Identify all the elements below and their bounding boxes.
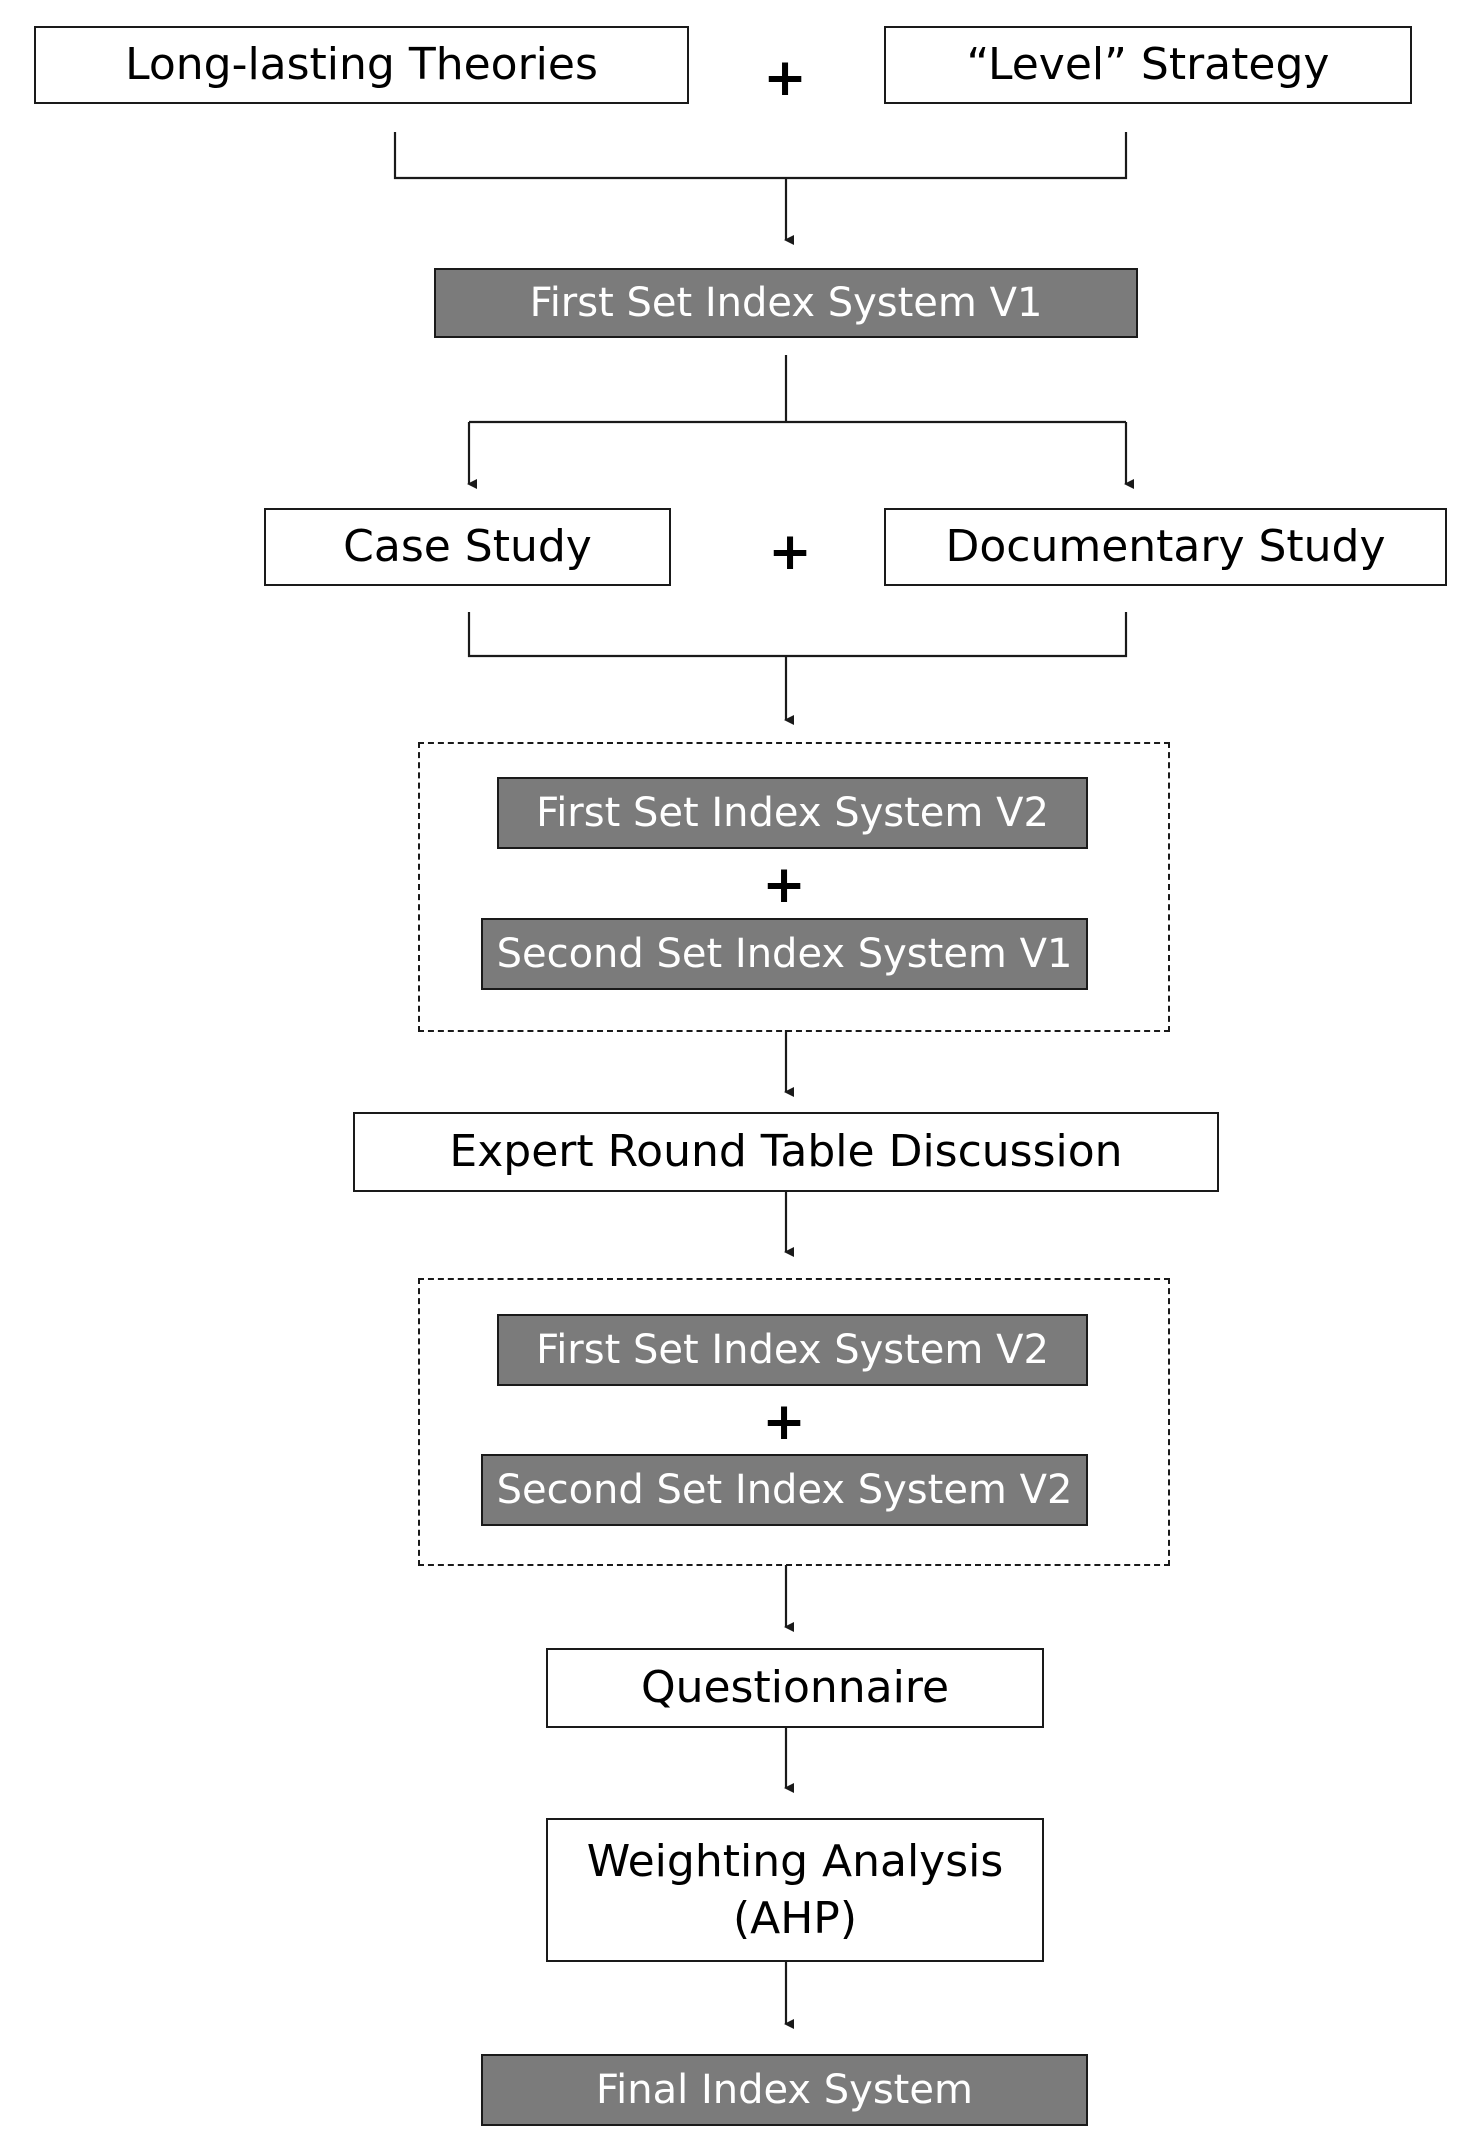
node-group2-first-set-index-system-v2: First Set Index System V2: [497, 1314, 1088, 1386]
node-expert-round-table-discussion-label: Expert Round Table Discussion: [449, 1126, 1123, 1178]
plus-sign-group-2: +: [762, 1392, 806, 1452]
node-documentary-study-label: Documentary Study: [945, 521, 1386, 573]
node-questionnaire-label: Questionnaire: [640, 1662, 950, 1714]
node-group1-second-set-index-system-v1: Second Set Index System V1: [481, 918, 1088, 990]
dashed-group-1: [418, 742, 1170, 1032]
node-long-lasting-theories: Long-lasting Theories: [34, 26, 689, 104]
node-group2-second-set-index-system-v2: Second Set Index System V2: [481, 1454, 1088, 1526]
node-group1-second-set-index-system-v1-label: Second Set Index System V1: [496, 931, 1073, 977]
plus-sign-group-1: +: [762, 855, 806, 915]
bracket-top-merge: [393, 132, 1128, 180]
node-questionnaire: Questionnaire: [546, 1648, 1044, 1728]
node-level-strategy-label: “Level” Strategy: [966, 39, 1330, 91]
node-group1-first-set-index-system-v2-label: First Set Index System V2: [536, 790, 1049, 836]
node-expert-round-table-discussion: Expert Round Table Discussion: [353, 1112, 1219, 1192]
node-case-study-label: Case Study: [343, 521, 592, 573]
node-weighting-analysis: Weighting Analysis (AHP): [546, 1818, 1044, 1962]
node-weighting-analysis-label: Weighting Analysis (AHP): [586, 1835, 1004, 1944]
node-final-index-system-label: Final Index System: [596, 2067, 973, 2113]
node-level-strategy: “Level” Strategy: [884, 26, 1412, 104]
node-case-study: Case Study: [264, 508, 671, 586]
dashed-group-2: [418, 1278, 1170, 1566]
node-long-lasting-theories-label: Long-lasting Theories: [125, 39, 598, 91]
node-first-set-index-system-v1-label: First Set Index System V1: [529, 280, 1043, 326]
node-group2-second-set-index-system-v2-label: Second Set Index System V2: [496, 1467, 1073, 1513]
bracket-middle-merge: [467, 612, 1128, 658]
node-group2-first-set-index-system-v2-label: First Set Index System V2: [536, 1327, 1049, 1373]
node-group1-first-set-index-system-v2: First Set Index System V2: [497, 777, 1088, 849]
node-final-index-system: Final Index System: [481, 2054, 1088, 2126]
plus-sign-top: +: [763, 48, 807, 108]
plus-sign-middle: +: [768, 522, 812, 582]
node-documentary-study: Documentary Study: [884, 508, 1447, 586]
node-first-set-index-system-v1: First Set Index System V1: [434, 268, 1138, 338]
